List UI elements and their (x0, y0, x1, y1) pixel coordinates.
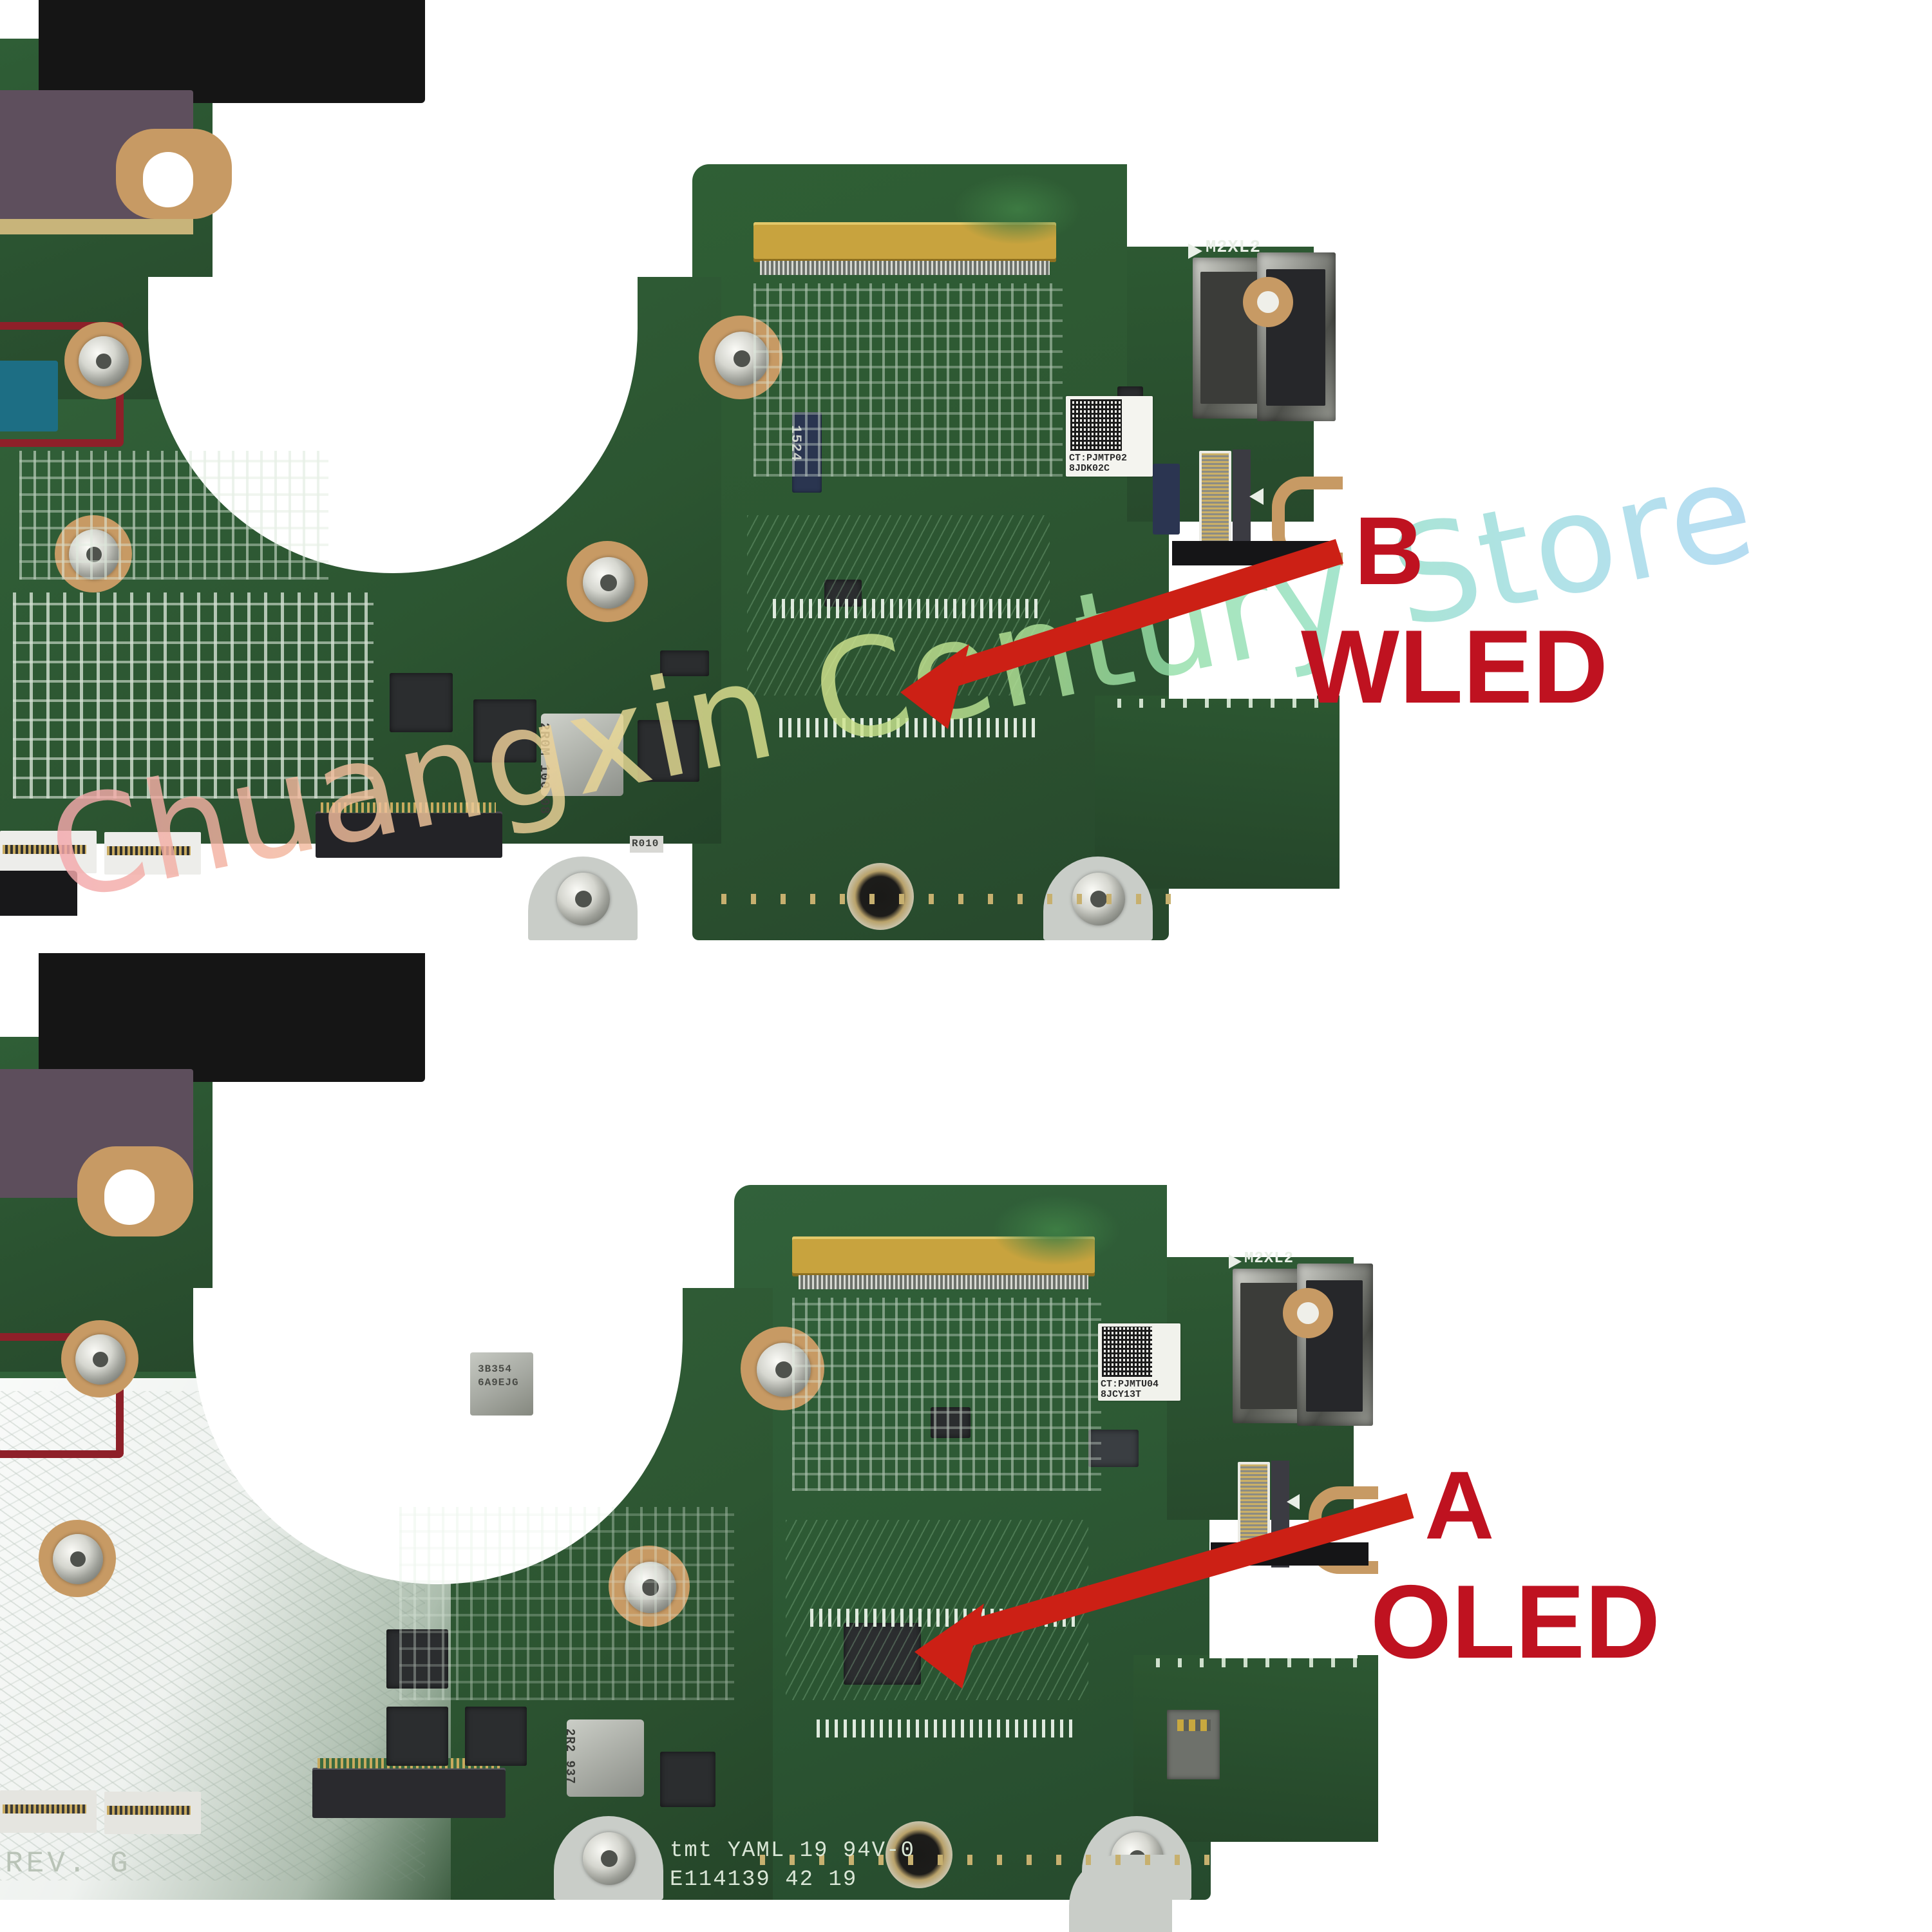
lower-board-sheen (992, 1195, 1121, 1265)
lower-board-audio-jack-pad (1069, 1855, 1172, 1932)
upper-board-label-line2: 8JDK02C (1069, 463, 1110, 474)
upper-board-ffc-connector-2-pins (107, 846, 191, 855)
lower-board-screw-3 (625, 1562, 676, 1613)
upper-board-ic-large-2 (473, 699, 536, 762)
lower-board-m2xl2-silk: M2XL2 (1244, 1250, 1294, 1267)
upper-board-top-tape (39, 0, 425, 103)
annotation-letter-a: A (1425, 1451, 1495, 1559)
lower-board-ic-large-4 (660, 1752, 715, 1807)
upper-board-ffc-cable (0, 871, 77, 916)
upper-board-cutout-topfill (148, 277, 638, 295)
lower-board-ic-qfn (1088, 1430, 1139, 1467)
lower-board-screw-2 (53, 1534, 103, 1584)
lower-board: 2R2 937 3B354 6A9EJG CT:PJMTU04 8JCY13T … (0, 953, 1404, 1932)
upper-board-via-row-bottom (721, 894, 1172, 904)
lower-board-copper-pad-hole (1297, 1302, 1319, 1324)
upper-board: 2R0M 100 08 1524 R010 CT:PJMTP02 8JDK02C… (0, 0, 1365, 966)
upper-board-power-inductor (541, 714, 623, 796)
upper-board-resistor-r010 (630, 836, 663, 853)
upper-board-screw-5 (557, 873, 610, 925)
lower-board-ul-silk-line2: E114139 42 19 (670, 1868, 858, 1892)
lower-board-label-line2: 8JCY13T (1101, 1389, 1142, 1400)
upper-board-label-line1: CT:PJMTP02 (1069, 453, 1128, 464)
upper-board-pmic-chip (638, 720, 699, 782)
upper-board-main-slab (692, 164, 1169, 940)
upper-board-screw-1 (79, 336, 129, 386)
upper-board-lvds-pins (760, 261, 1050, 275)
upper-board-io-shield-lip (0, 219, 193, 234)
upper-board-pad-field-left2 (19, 451, 328, 580)
annotation-word-oled: OLED (1370, 1564, 1661, 1680)
lower-board-ul-silk-line1: tmt YAML 19 94V-0 (670, 1839, 915, 1863)
lower-board-triangle-marker-1 (1229, 1255, 1242, 1269)
upper-board-notch-right2 (1127, 164, 1320, 247)
upper-board-pad-field-left (13, 592, 374, 799)
lower-board-ic-large-2 (465, 1707, 527, 1766)
upper-board-finger-row-1 (773, 599, 1043, 618)
upper-board-cap-1524 (792, 412, 822, 493)
lower-board-power-inductor-1 (567, 1719, 644, 1797)
lower-board-ffc-connector-1-pins (3, 1804, 86, 1814)
lower-board-chip-3b354 (470, 1352, 533, 1416)
lower-board-top-tape (39, 953, 425, 1082)
lower-board-main-slab (734, 1185, 1211, 1900)
lower-board-chip-marking: 3B354 6A9EJG (478, 1363, 519, 1388)
lower-board-finger-row-2 (817, 1719, 1074, 1738)
lower-board-ic-small-1 (931, 1407, 971, 1438)
lower-board-pad-field-mid (399, 1507, 734, 1700)
lower-board-via-row-right (1156, 1658, 1368, 1667)
lower-board-lvds-pins (799, 1275, 1088, 1289)
annotation-word-wled: WLED (1301, 609, 1608, 725)
annotation-letter-b: B (1354, 497, 1425, 605)
upper-board-via-row-right (1117, 699, 1330, 708)
lower-board-micro-connector-pins (1177, 1719, 1211, 1731)
upper-board-screw-4 (715, 332, 769, 386)
upper-board-blue-sticker (0, 361, 58, 431)
upper-board-btb-connector-pins (321, 802, 496, 813)
lower-board-revision-silk: REV. G (5, 1847, 131, 1880)
lower-board-ic-large-1 (386, 1707, 448, 1766)
upper-board-screw-3 (583, 557, 634, 609)
upper-board-finger-row-2 (779, 718, 1037, 737)
lower-board-ic-large-3 (386, 1629, 448, 1689)
lower-board-ic-main-soc (844, 1623, 921, 1685)
upper-board-copper-pad-hole (1257, 291, 1279, 313)
lower-board-screw-1 (75, 1334, 126, 1385)
upper-board-ffc-connector-1-pins (3, 845, 86, 854)
upper-board-triangle-marker-1 (1188, 243, 1202, 259)
upper-board-datamatrix-code (1070, 399, 1122, 451)
lower-board-label-line1: CT:PJMTU04 (1101, 1379, 1159, 1390)
lower-board-pad-field-center (792, 1298, 1101, 1491)
lower-board-ffc-connector-2-pins (107, 1806, 191, 1815)
upper-board-pad-field-center (753, 283, 1063, 477)
lower-board-screw-5 (583, 1832, 636, 1885)
upper-board-ic-medium-1 (660, 650, 709, 676)
lower-board-copper-tab-hole (104, 1170, 155, 1225)
upper-board-resistor-marking: R010 (632, 838, 659, 849)
lower-board-triangle-marker-2 (1287, 1494, 1300, 1510)
upper-board-sheen (953, 174, 1082, 245)
upper-board-m2xl2-silk: M2XL2 (1206, 238, 1262, 258)
lower-board-notch-right2 (1167, 1185, 1360, 1257)
upper-board-fpc-connector-pins (1202, 453, 1229, 551)
upper-board-btb-connector (316, 811, 502, 858)
upper-board-ic-large-1 (390, 673, 453, 732)
upper-board-fpc-connector-body (1233, 450, 1251, 556)
lower-board-datamatrix-code (1102, 1327, 1152, 1377)
lower-board-screw-4 (757, 1343, 811, 1397)
lower-board-btb-connector (312, 1768, 506, 1818)
lower-board-via-row-bottom (760, 1855, 1211, 1865)
lower-board-cutout-topfill (193, 1288, 683, 1305)
upper-board-cap-blue-2 (1153, 464, 1180, 535)
upper-board-right-lower-ext (1095, 696, 1340, 889)
upper-board-copper-tab-hole (143, 152, 193, 207)
upper-board-triangle-marker-2 (1249, 488, 1264, 505)
